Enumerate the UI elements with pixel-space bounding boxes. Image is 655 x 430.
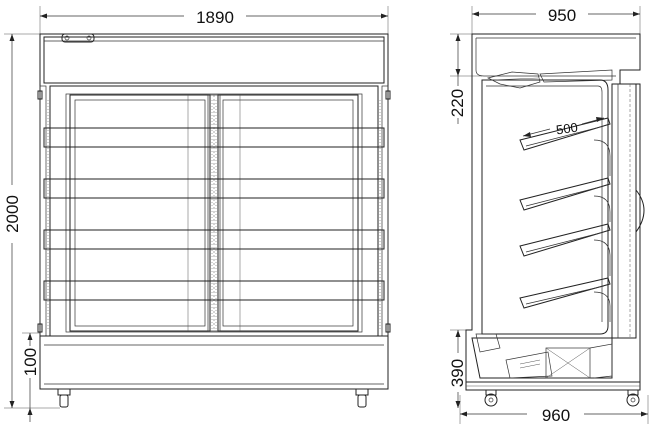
base-height-label: 100 (21, 348, 40, 376)
side-bottom-dimension: 960 (459, 395, 649, 425)
front-castors (57, 388, 369, 408)
side-body-outline (465, 33, 641, 391)
side-view: 950 960 220 390 (448, 6, 649, 425)
canopy-height-label: 220 (448, 89, 467, 117)
left-post (39, 85, 47, 337)
canopy-height-dimension: 220 (448, 33, 482, 124)
side-top-dimension: 950 (471, 6, 641, 70)
side-door (611, 83, 637, 339)
side-top-label: 950 (548, 6, 576, 25)
right-door (217, 94, 359, 332)
lower-section-dimension: 390 (448, 329, 472, 408)
total-height-label: 2000 (3, 195, 22, 233)
compressor-bay (471, 337, 613, 379)
front-view: 1890 2000 100 (3, 6, 391, 422)
front-width-label: 1890 (196, 8, 234, 27)
front-width-dimension: 1890 (39, 6, 389, 34)
lower-section-label: 390 (448, 359, 467, 387)
left-door (69, 94, 211, 332)
door-handle (635, 189, 645, 233)
front-shelves (43, 127, 385, 301)
side-shelves (519, 117, 611, 322)
total-height-dimension: 2000 (3, 33, 60, 409)
base-height-dimension: 100 (21, 332, 40, 422)
side-bottom-label: 960 (542, 406, 570, 425)
canopy (43, 36, 385, 84)
base-panel (39, 335, 389, 390)
side-castors (484, 389, 640, 407)
shelf-depth-label: 500 (555, 120, 579, 138)
inner-cavity (481, 79, 609, 335)
right-post (381, 85, 389, 337)
shelf-depth-dimension: 500 (522, 117, 605, 138)
canopy-handle (61, 33, 95, 43)
